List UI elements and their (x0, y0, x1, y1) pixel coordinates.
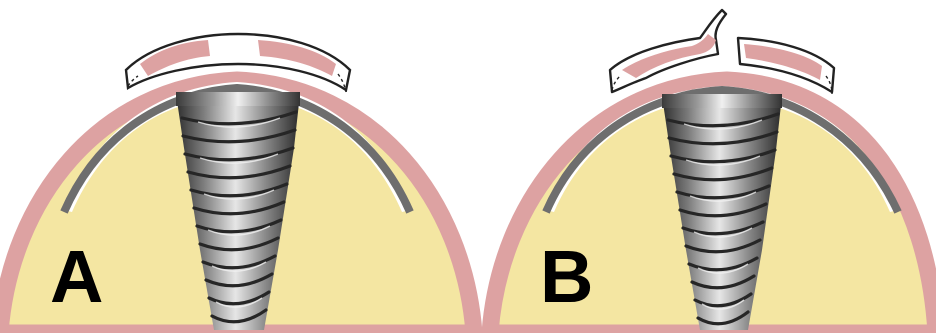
panel-label-b: B (540, 235, 593, 318)
implant-collar-b (662, 94, 782, 108)
panel-b: B (490, 10, 936, 333)
panel-label-a: A (50, 235, 103, 318)
implant-collar-a (176, 92, 300, 106)
panel-a: A (0, 34, 474, 333)
